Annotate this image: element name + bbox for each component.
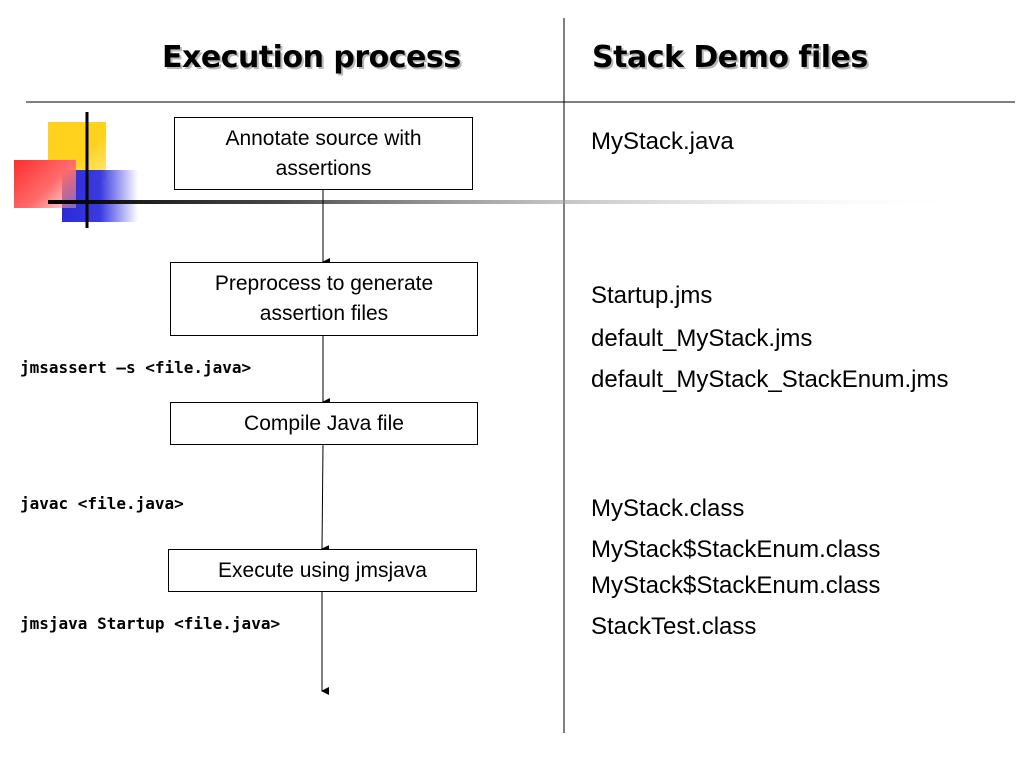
step-annotate-box: Annotate source with assertions	[174, 117, 473, 190]
command-jmsassert: jmsassert –s <file.java>	[20, 358, 252, 377]
step-preprocess-box: Preprocess to generate assertion files	[170, 262, 478, 336]
file-item: default_MyStack.jms	[591, 325, 813, 352]
step-label: Preprocess to generate assertion files	[214, 272, 434, 325]
step-label: Compile Java file	[244, 411, 404, 435]
step-execute-box: Execute using jmsjava	[168, 549, 477, 592]
flow-arrow-3	[321, 444, 330, 554]
logo-decoration	[0, 0, 160, 240]
file-item: MyStack$StackEnum.class	[591, 536, 881, 563]
step-label: Annotate source with assertions	[225, 126, 422, 180]
command-jmsjava: jmsjava Startup <file.java>	[20, 614, 281, 633]
command-javac: javac <file.java>	[20, 494, 184, 513]
file-item: Startup.jms	[591, 282, 713, 309]
step-compile-box: Compile Java file	[170, 402, 478, 445]
stack-demo-files-heading: Stack Demo files	[592, 40, 868, 75]
step-label: Execute using jmsjava	[218, 558, 427, 582]
file-item: MyStack$StackEnum.class	[591, 572, 881, 599]
file-item: MyStack.java	[591, 128, 734, 155]
execution-process-heading: Execution process	[162, 40, 461, 75]
file-item: default_MyStack_StackEnum.jms	[591, 366, 949, 393]
file-item: MyStack.class	[591, 495, 745, 522]
file-item: StackTest.class	[591, 613, 757, 640]
fading-rule	[48, 200, 968, 204]
